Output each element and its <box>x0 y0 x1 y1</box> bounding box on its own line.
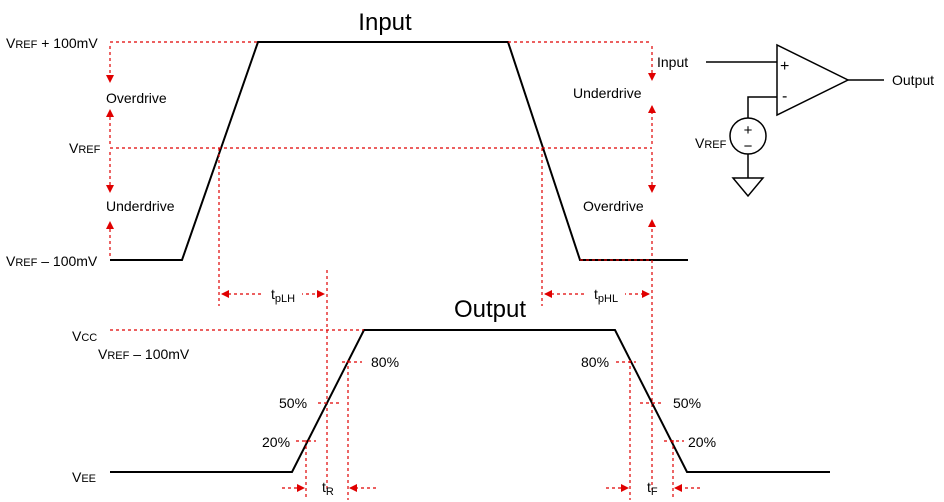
fall-50-label: 50% <box>673 395 701 411</box>
rise-80-label: 80% <box>371 354 399 370</box>
vref-minus-100mv-label: VREF – 100mV <box>6 253 98 269</box>
tphl-label-bg <box>585 283 625 303</box>
rise-50-label: 50% <box>279 395 307 411</box>
tphl-label: tpHL <box>594 286 618 305</box>
vref-minus-100mv-output-label: VREF – 100mV <box>98 346 190 362</box>
comparator-symbol <box>776 43 850 117</box>
circuit-vref-label: VREF <box>695 135 727 151</box>
tplh-label: tpLH <box>271 286 295 305</box>
underdrive-label-left: Underdrive <box>106 198 175 214</box>
tplh-label-bg <box>262 283 302 303</box>
vee-label: VEE <box>72 469 96 485</box>
rise-20-label: 20% <box>262 434 290 450</box>
circuit-input-label: Input <box>657 54 688 70</box>
tr-label: tR <box>322 479 334 498</box>
overdrive-label-right: Overdrive <box>583 198 644 214</box>
vcc-label: VCC <box>72 328 97 344</box>
output-waveform <box>110 329 830 473</box>
source-minus-sign: − <box>744 138 753 155</box>
source-plus-sign: + <box>744 122 753 139</box>
fall-20-label: 20% <box>688 434 716 450</box>
vref-label: VREF <box>69 140 101 156</box>
input-title: Input <box>358 9 412 36</box>
minus-input-wire <box>747 96 777 118</box>
underdrive-label-right: Underdrive <box>573 85 642 101</box>
overdrive-label-left: Overdrive <box>106 90 167 106</box>
plus-sign: + <box>780 58 789 75</box>
fall-80-label: 80% <box>581 354 609 370</box>
minus-sign: - <box>782 88 787 105</box>
tf-label: tF <box>647 479 658 498</box>
comparator-circuit: + - + − Input Output VREF <box>657 43 934 198</box>
input-waveform <box>110 41 688 261</box>
output-title: Output <box>454 296 526 323</box>
vref-plus-100mv-label: VREF + 100mV <box>6 35 98 51</box>
ground-icon <box>731 177 765 198</box>
circuit-output-label: Output <box>892 72 934 88</box>
